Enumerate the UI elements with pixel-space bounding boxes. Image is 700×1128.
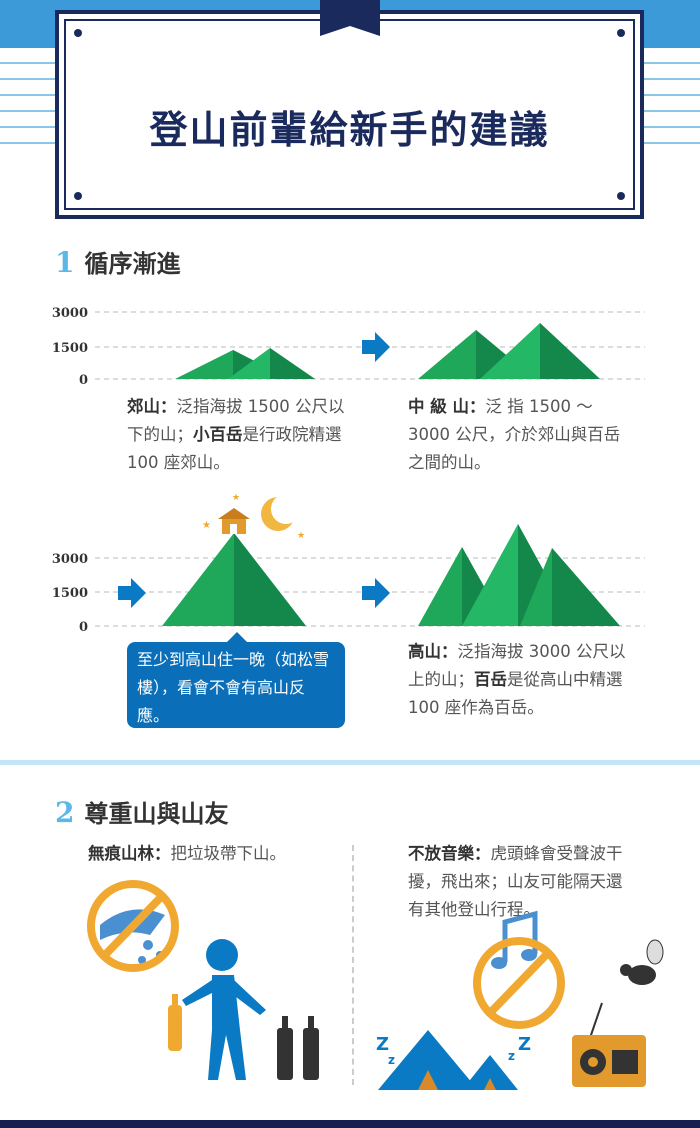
radio-icon bbox=[572, 1002, 646, 1087]
suburban-desc: 郊山：泛指海拔 1500 公尺以下的山；小百岳是行政院精選 100 座郊山。 bbox=[127, 397, 345, 472]
footer-bar bbox=[0, 1120, 700, 1128]
svg-text:Z: Z bbox=[376, 1034, 389, 1055]
tick-3000: 3000 bbox=[52, 552, 88, 567]
leave-no-trace-desc: 無痕山林：把垃圾帶下山。 bbox=[88, 844, 286, 863]
acclimatization-callout: 至少到高山住一晚（如松雪樓），看會不會有高山反應。 bbox=[127, 632, 345, 728]
svg-text:★: ★ bbox=[297, 531, 305, 541]
svg-text:z: z bbox=[508, 1049, 515, 1063]
tick-3000: 3000 bbox=[52, 306, 88, 321]
section-divider bbox=[0, 760, 700, 765]
tick-1500: 1500 bbox=[52, 586, 88, 601]
high-desc: 高山：泛指海拔 3000 公尺以上的山；百岳是從高山中精選 100 座作為百岳。 bbox=[408, 642, 626, 717]
column-separator bbox=[352, 845, 354, 1085]
svg-text:Z: Z bbox=[518, 1034, 531, 1055]
svg-text:★: ★ bbox=[232, 493, 240, 503]
no-music-icon bbox=[473, 910, 565, 1029]
header-box: 登山前輩給新手的建議 bbox=[55, 10, 644, 219]
tent-icon: Zz Zz bbox=[376, 1030, 531, 1090]
bee-icon bbox=[620, 939, 664, 985]
high-mountains bbox=[418, 524, 620, 626]
svg-text:z: z bbox=[388, 1053, 395, 1067]
no-litter-icon bbox=[87, 880, 179, 972]
section2-illustrations: Zz Zz bbox=[87, 880, 664, 1090]
tick-1500: 1500 bbox=[52, 341, 88, 356]
arrow-icon bbox=[118, 332, 390, 608]
no-music-desc: 不放音樂：虎頭蜂會受聲波干擾，飛出來；山友可能隔天還有其他登山行程。 bbox=[408, 844, 623, 919]
page-title: 登山前輩給新手的建議 bbox=[149, 108, 550, 152]
suburban-mountains bbox=[175, 348, 315, 379]
stripes-left bbox=[0, 48, 60, 158]
ribbon-icon bbox=[320, 0, 380, 36]
mid-mountains bbox=[418, 323, 600, 379]
tick-0: 0 bbox=[79, 373, 88, 388]
stripes-right bbox=[640, 48, 700, 158]
mid-desc: 中 級 山：泛 指 1500 ～ 3000 公尺，介於郊山與百岳之間的山。 bbox=[408, 397, 621, 472]
elevation-charts: 3000 1500 0 3000 1500 0 ★ ★ ★ bbox=[52, 306, 645, 635]
high-mountain-with-cabin: ★ ★ ★ bbox=[162, 493, 306, 626]
person-icon bbox=[182, 939, 266, 1080]
tick-0: 0 bbox=[79, 620, 88, 635]
bottle-icon bbox=[168, 994, 319, 1080]
svg-text:★: ★ bbox=[202, 520, 211, 531]
